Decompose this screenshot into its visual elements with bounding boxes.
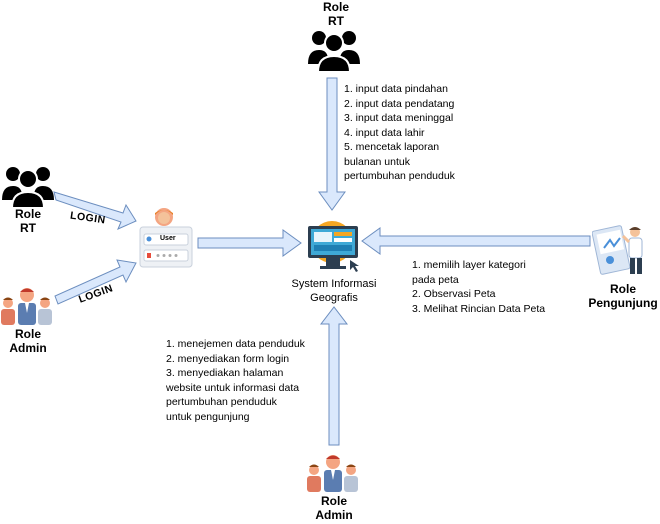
role-rt-left-line2: RT [20, 221, 36, 235]
admin-people-icon-bottom [307, 455, 358, 492]
role-admin-left: Role Admin [3, 327, 53, 355]
role-rt-top-line2: RT [328, 14, 344, 28]
arrow-pengunjung-to-system [361, 227, 591, 255]
system-label-line2: Geografis [310, 292, 358, 304]
role-admin-bottom-line1: Role [320, 494, 347, 508]
arrow-login-to-system [197, 229, 302, 257]
role-admin-left-line2: Admin [9, 341, 47, 355]
arrow-admin-to-system [319, 306, 349, 446]
rt-notes: 1. input data pindahan 2. input data pen… [344, 83, 455, 182]
role-admin-bottom: Role Admin [309, 494, 359, 522]
users-group-icon [308, 31, 360, 72]
arrow-rt-to-system [318, 77, 346, 211]
role-rt-top: Role RT [311, 0, 361, 28]
role-admin-bottom-line2: Admin [315, 508, 353, 522]
pengunjung-notes: 1. memilih layer kategori pada peta 2. O… [412, 259, 546, 315]
arrow-admin-to-login [54, 259, 137, 305]
admin-notes: 1. menejemen data penduduk 2. menyediaka… [166, 338, 305, 423]
role-rt-top-line1: Role [322, 0, 349, 14]
role-pengunjung-line1: Role [609, 282, 636, 296]
monitor-map-icon [308, 221, 359, 272]
role-admin-left-line1: Role [14, 327, 41, 341]
system-label: System Informasi Geografis [270, 277, 398, 305]
login-user-field: User [160, 235, 176, 242]
arrow-rt-to-login [53, 191, 137, 230]
role-rt-left: Role RT [3, 207, 53, 235]
visitor-map-icon [592, 225, 643, 275]
role-pengunjung: Role Pengunjung [586, 282, 660, 310]
users-group-icon-left [2, 167, 54, 208]
role-rt-left-line1: Role [14, 207, 41, 221]
login-form-icon: User [138, 207, 194, 269]
role-pengunjung-line2: Pengunjung [588, 296, 658, 310]
admin-people-icon-left [1, 288, 52, 325]
system-label-line1: System Informasi [291, 278, 377, 290]
